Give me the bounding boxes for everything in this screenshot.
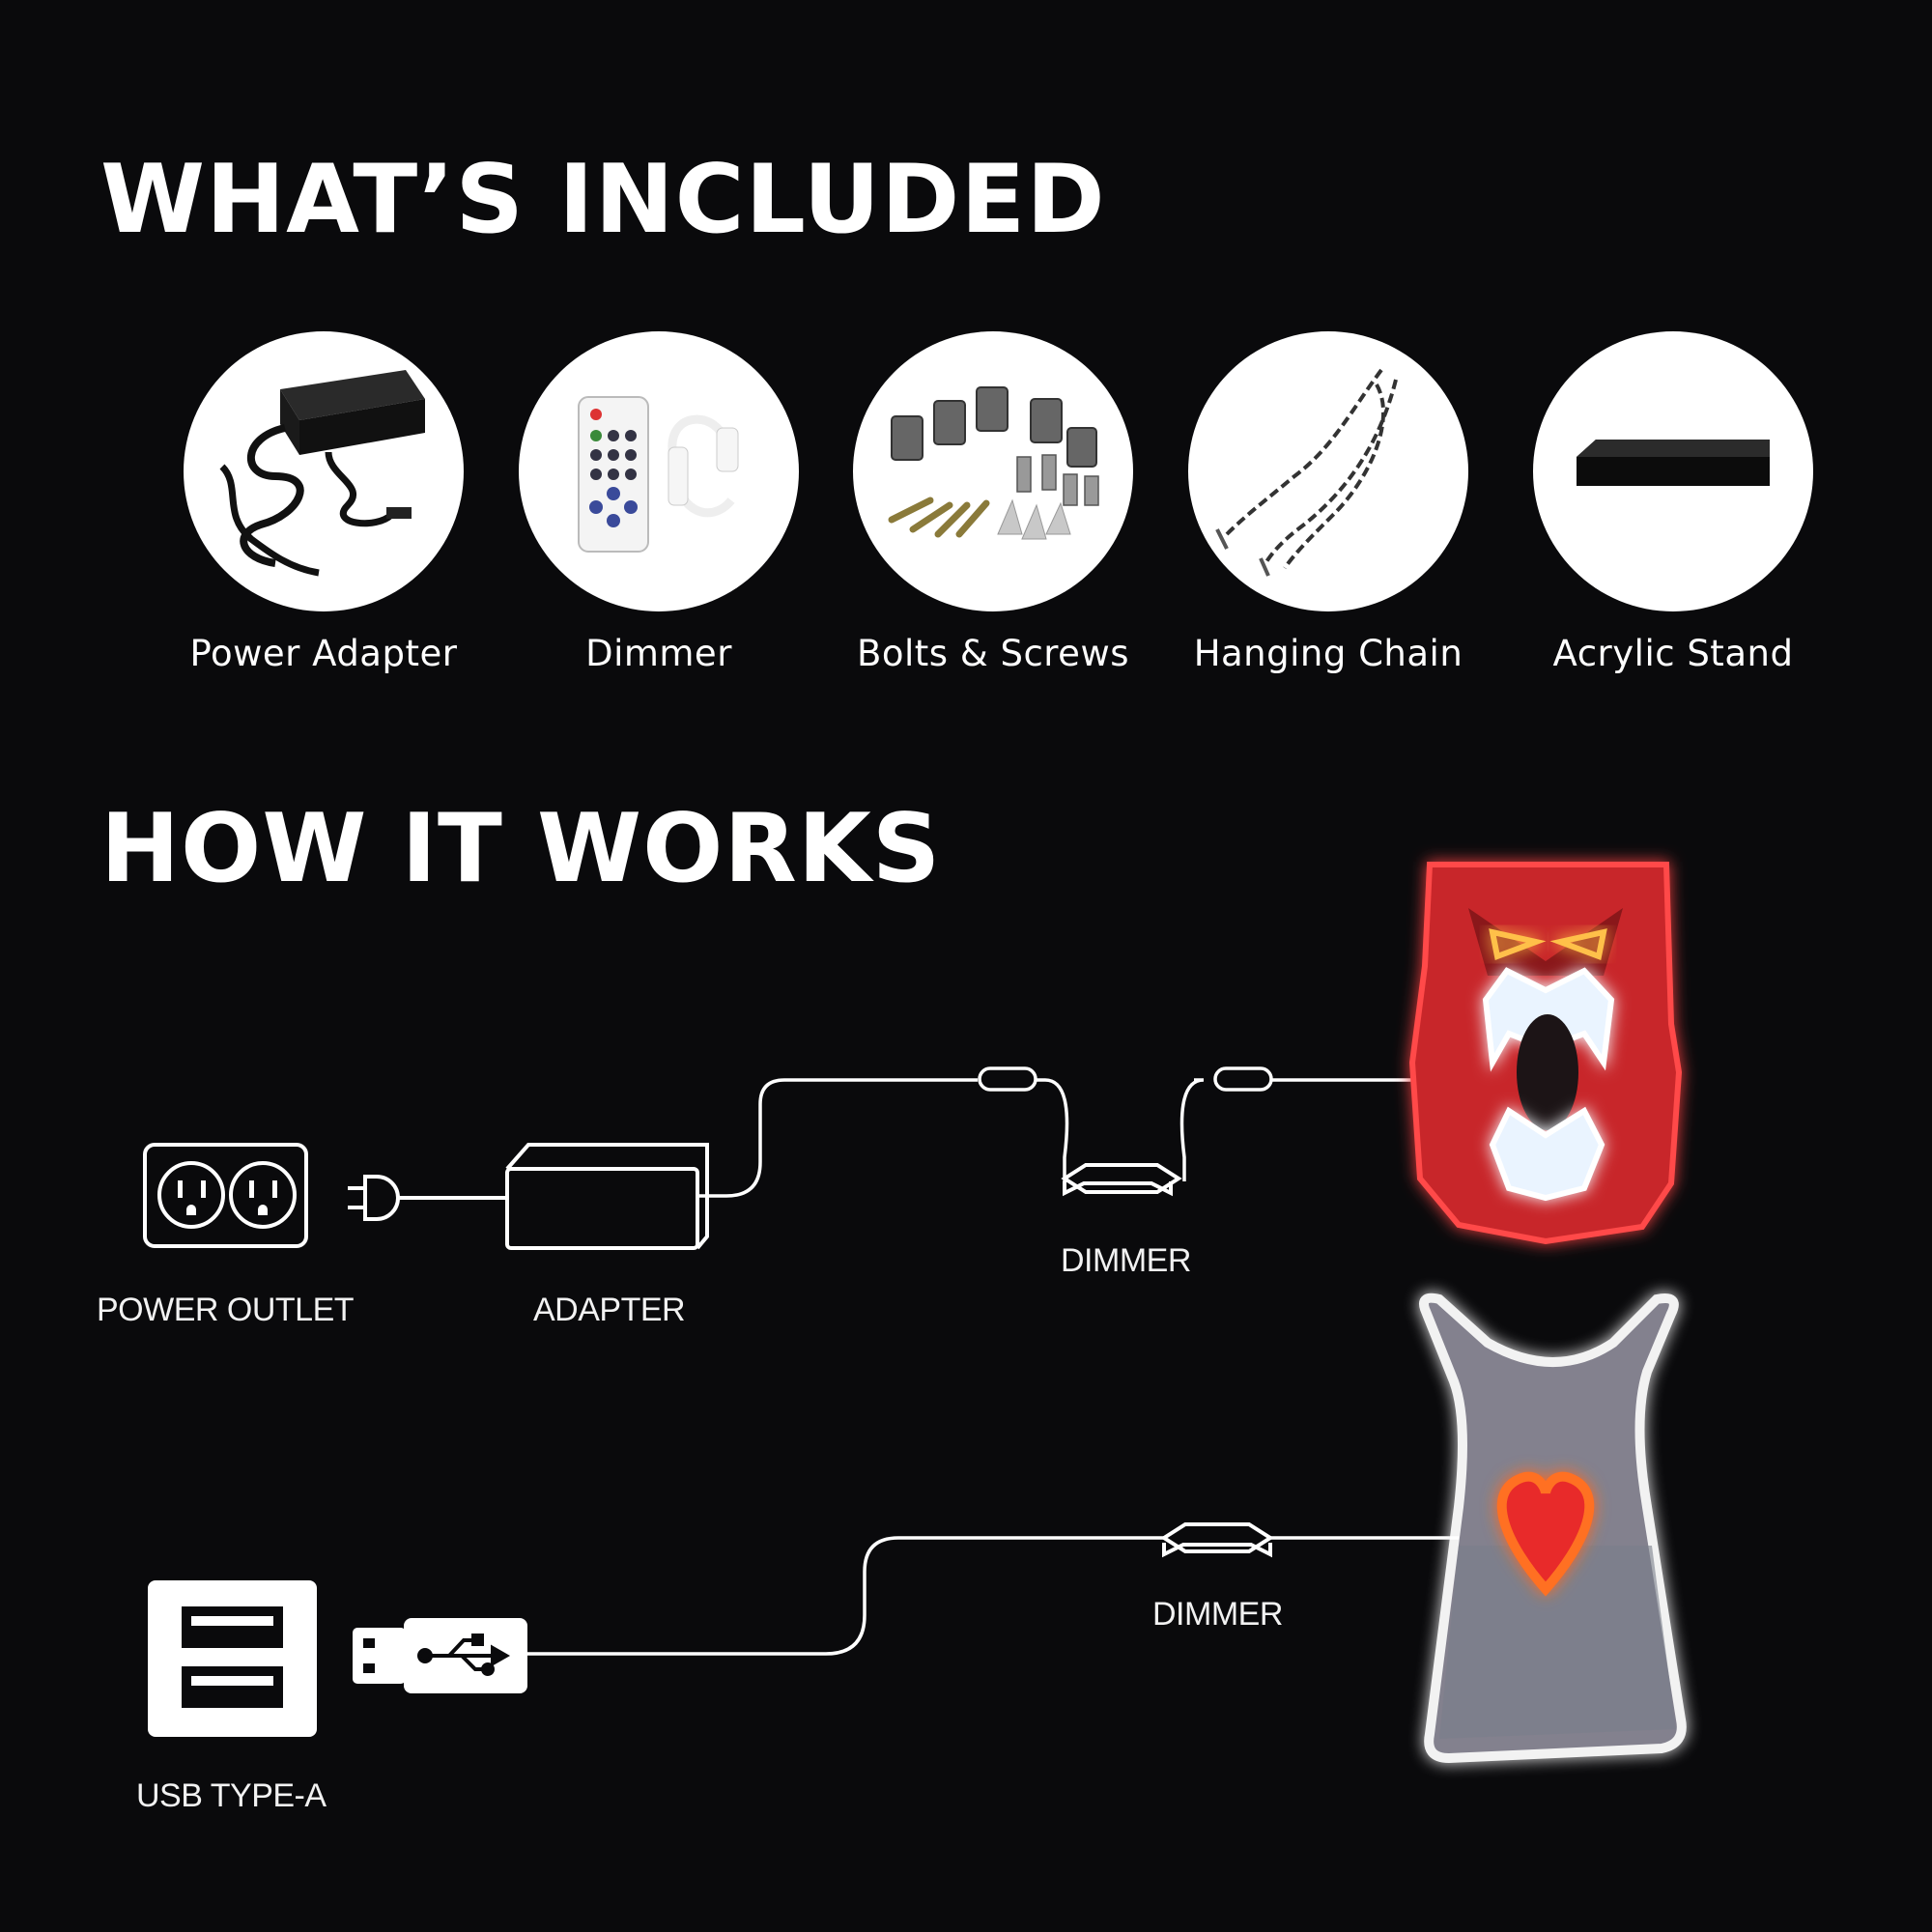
dimmer-bottom-icon	[1160, 1522, 1274, 1558]
item-label: Dimmer	[585, 633, 732, 674]
item-hanging-chain: Hanging Chain	[1154, 331, 1502, 674]
power-outlet-icon	[143, 1143, 308, 1248]
item-label: Power Adapter	[189, 633, 458, 674]
item-dimmer: Dimmer	[485, 331, 833, 674]
cable-top	[697, 1066, 1421, 1198]
power-outlet-label: POWER OUTLET	[97, 1292, 355, 1328]
usb-port-icon	[148, 1580, 317, 1737]
how-it-works-title: HOW IT WORKS	[100, 794, 942, 904]
vampire-neon-sign	[1408, 862, 1683, 1245]
cable-bottom	[526, 1536, 1459, 1656]
dimmer-bottom-label: DIMMER	[1152, 1596, 1283, 1633]
dimmer-remote-icon	[519, 331, 799, 611]
hanging-chain-icon	[1188, 331, 1468, 611]
dimmer-top-label: DIMMER	[1061, 1242, 1191, 1279]
item-label: Acrylic Stand	[1552, 633, 1794, 674]
power-adapter-icon	[184, 331, 464, 611]
item-bolts-screws: Bolts & Screws	[819, 331, 1167, 674]
whats-included-title: WHAT’S INCLUDED	[100, 145, 1106, 255]
adapter-icon	[505, 1143, 709, 1250]
adapter-label: ADAPTER	[533, 1292, 686, 1328]
item-acrylic-stand: Acrylic Stand	[1499, 331, 1847, 674]
usb-plug-icon	[353, 1618, 527, 1693]
bolts-screws-icon	[853, 331, 1133, 611]
acrylic-stand-icon	[1533, 331, 1813, 611]
cape-neon-sign	[1419, 1293, 1687, 1764]
item-label: Bolts & Screws	[857, 633, 1129, 674]
usb-type-a-label: USB TYPE-A	[136, 1777, 327, 1814]
dimmer-top-icon	[1061, 1163, 1182, 1197]
plug-icon	[348, 1175, 507, 1221]
item-power-adapter: Power Adapter	[150, 331, 497, 674]
item-label: Hanging Chain	[1193, 633, 1463, 674]
